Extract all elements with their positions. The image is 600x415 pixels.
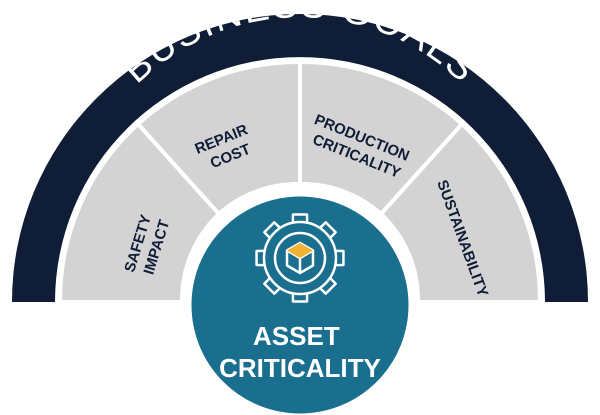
segment-sustainability [378,121,543,304]
gear-cube-icon [255,213,345,303]
center-circle [186,191,414,415]
segment-group [57,59,543,304]
outer-band [12,14,588,302]
gear-teeth [255,213,345,303]
center-label: ASSET CRITICALITY [219,321,381,383]
segment-safety-impact [57,121,222,304]
